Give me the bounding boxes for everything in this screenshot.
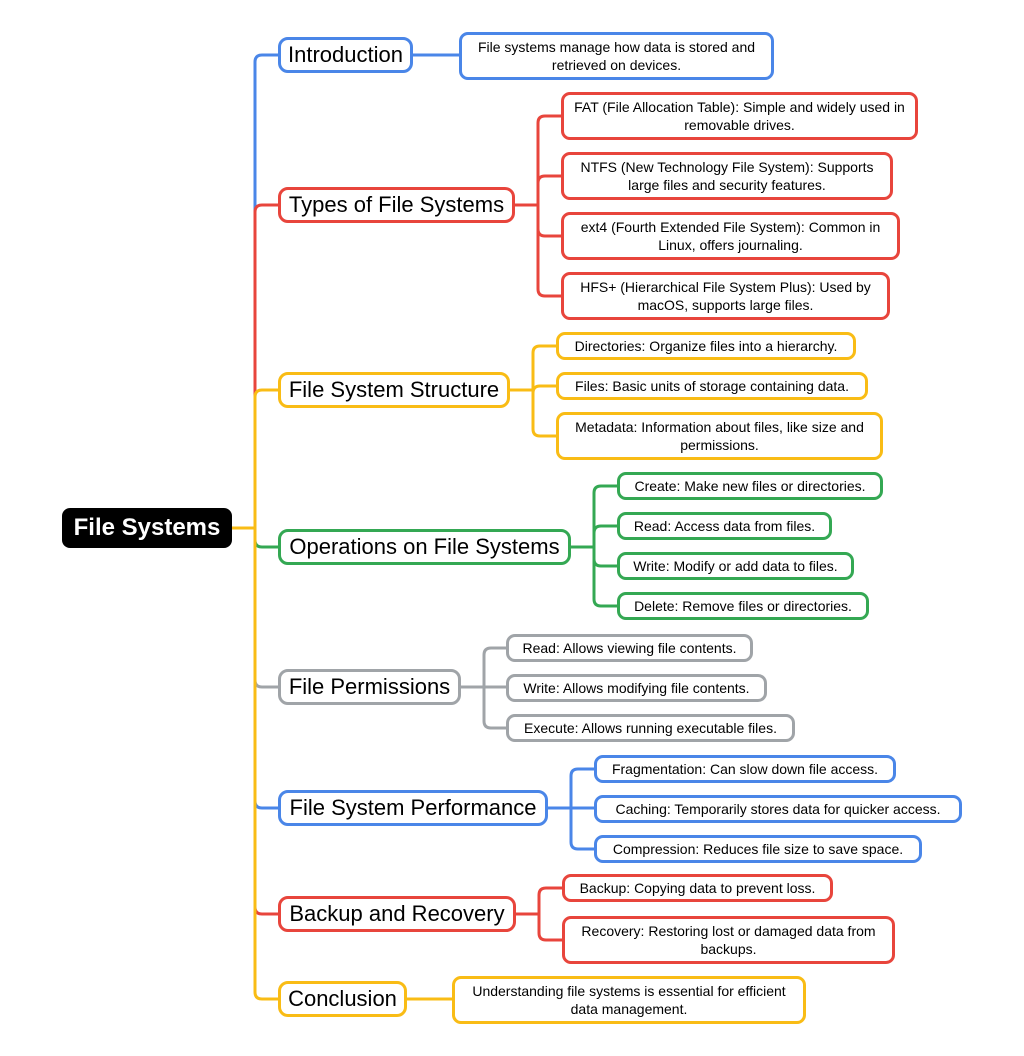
connector-permissions-1 bbox=[461, 646, 506, 689]
connector-structure-3 bbox=[510, 388, 556, 438]
connector-operations-1 bbox=[571, 484, 617, 549]
leaf-types-4: HFS+ (Hierarchical File System Plus): Us… bbox=[561, 272, 890, 320]
branch-types: Types of File Systems bbox=[278, 187, 515, 223]
branch-structure: File System Structure bbox=[278, 372, 510, 408]
leaf-performance-2: Caching: Temporarily stores data for qui… bbox=[594, 795, 962, 823]
connector-structure-1 bbox=[510, 344, 556, 392]
branch-performance: File System Performance bbox=[278, 790, 548, 826]
leaf-operations-3: Write: Modify or add data to files. bbox=[617, 552, 854, 580]
leaf-intro-1: File systems manage how data is stored a… bbox=[459, 32, 774, 80]
connector-backup-2 bbox=[516, 912, 562, 942]
branch-permissions: File Permissions bbox=[278, 669, 461, 705]
leaf-types-3: ext4 (Fourth Extended File System): Comm… bbox=[561, 212, 900, 260]
branch-intro: Introduction bbox=[278, 37, 413, 73]
leaf-structure-3: Metadata: Information about files, like … bbox=[556, 412, 883, 460]
root-node: File Systems bbox=[62, 508, 232, 548]
leaf-backup-2: Recovery: Restoring lost or damaged data… bbox=[562, 916, 895, 964]
connector-types bbox=[232, 203, 278, 530]
connector-intro bbox=[232, 53, 278, 530]
leaf-structure-2: Files: Basic units of storage containing… bbox=[556, 372, 868, 400]
connector-performance-3 bbox=[548, 806, 594, 851]
branch-operations: Operations on File Systems bbox=[278, 529, 571, 565]
connector-operations-2 bbox=[571, 524, 617, 549]
leaf-operations-1: Create: Make new files or directories. bbox=[617, 472, 883, 500]
connector-types-4 bbox=[515, 203, 561, 298]
leaf-types-1: FAT (File Allocation Table): Simple and … bbox=[561, 92, 918, 140]
leaf-structure-1: Directories: Organize files into a hiera… bbox=[556, 332, 856, 360]
connector-permissions-3 bbox=[461, 685, 506, 730]
leaf-backup-1: Backup: Copying data to prevent loss. bbox=[562, 874, 833, 902]
connector-operations-4 bbox=[571, 545, 617, 608]
connector-backup-1 bbox=[516, 886, 562, 916]
connector-conclusion bbox=[232, 526, 278, 1001]
leaf-permissions-2: Write: Allows modifying file contents. bbox=[506, 674, 767, 702]
connector-structure bbox=[232, 388, 278, 530]
branch-conclusion: Conclusion bbox=[278, 981, 407, 1017]
leaf-conclusion-1: Understanding file systems is essential … bbox=[452, 976, 806, 1024]
leaf-permissions-3: Execute: Allows running executable files… bbox=[506, 714, 795, 742]
leaf-types-2: NTFS (New Technology File System): Suppo… bbox=[561, 152, 893, 200]
leaf-operations-2: Read: Access data from files. bbox=[617, 512, 832, 540]
branch-backup: Backup and Recovery bbox=[278, 896, 516, 932]
connector-types-2 bbox=[515, 174, 561, 207]
connector-types-1 bbox=[515, 114, 561, 207]
leaf-performance-3: Compression: Reduces file size to save s… bbox=[594, 835, 922, 863]
connector-performance-1 bbox=[548, 767, 594, 810]
leaf-permissions-1: Read: Allows viewing file contents. bbox=[506, 634, 753, 662]
leaf-performance-1: Fragmentation: Can slow down file access… bbox=[594, 755, 896, 783]
leaf-operations-4: Delete: Remove files or directories. bbox=[617, 592, 869, 620]
